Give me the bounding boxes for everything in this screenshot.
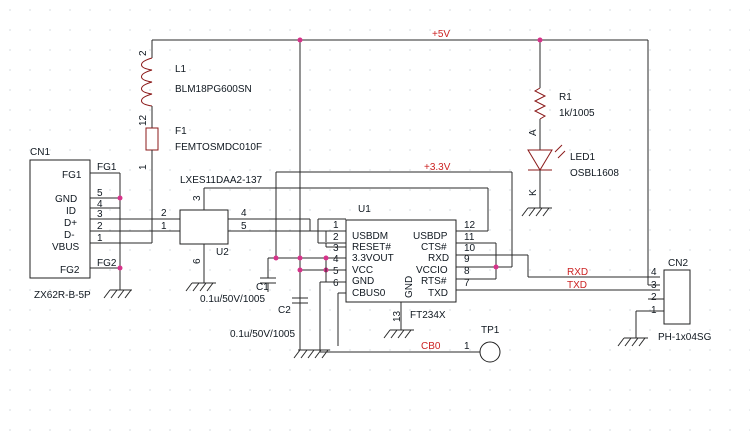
u1-cbus0: CBUS0 bbox=[352, 288, 386, 299]
cn1-pin-vbus: VBUS bbox=[52, 242, 80, 253]
cn1-pin-dminus: D- bbox=[64, 230, 75, 241]
u2-pin2: 2 bbox=[161, 208, 167, 219]
capacitor-c1: C1 0.1u/50V/1005 bbox=[200, 258, 276, 305]
esd-u2: LXES11DAA2-137 3 2 1 4 5 6 U2 bbox=[161, 175, 310, 292]
u1-pin1: 1 bbox=[333, 220, 339, 231]
u1-pin7: 7 bbox=[464, 278, 470, 289]
u1-txd: TXD bbox=[428, 288, 448, 299]
cn2-pin4: 4 bbox=[651, 267, 657, 278]
r1-value: 1k/1005 bbox=[559, 108, 595, 119]
led1-cathode: K bbox=[528, 189, 539, 196]
ic-u1: U1 FT234X USBDM RESET# 3.3VOUT VCC GND C… bbox=[268, 162, 660, 359]
cn1-pin4: 4 bbox=[97, 199, 103, 210]
connector-cn1: CN1 FG1 GND ID D+ D- VBUS FG2 ZX62R-B-5P… bbox=[29, 147, 180, 301]
led-led1: A K LED1 OSBL1608 bbox=[521, 129, 619, 217]
c1-ref: C1 bbox=[256, 282, 269, 293]
cn2-pin2: 2 bbox=[651, 292, 657, 303]
u1-cts: CTS# bbox=[421, 242, 447, 253]
cn1-pin2: 2 bbox=[97, 221, 103, 232]
u1-usbdm: USBDM bbox=[352, 231, 388, 242]
u1-rxd: RXD bbox=[428, 253, 449, 264]
u1-ref: U1 bbox=[358, 204, 371, 215]
f1-value: FEMTOSMDC010F bbox=[175, 142, 262, 153]
u1-pin2: 2 bbox=[333, 232, 339, 243]
u2-pin5: 5 bbox=[241, 221, 247, 232]
u1-gnd: GND bbox=[352, 276, 374, 287]
cn1-fg1-net: FG1 bbox=[97, 162, 117, 173]
l1-pin1-label: 12 bbox=[138, 114, 149, 126]
u1-pin3: 3 bbox=[333, 243, 339, 254]
resistor-r1: R1 1k/1005 bbox=[533, 87, 595, 140]
u1-pin4: 4 bbox=[333, 254, 339, 265]
u1-pin12: 12 bbox=[464, 220, 476, 231]
net-label-rxd: RXD bbox=[567, 267, 588, 278]
u2-ref: U2 bbox=[216, 247, 229, 258]
u2-pin1: 1 bbox=[161, 221, 167, 232]
u2-pin3: 3 bbox=[192, 195, 203, 201]
u2-value: LXES11DAA2-137 bbox=[180, 175, 263, 186]
u1-pin6: 6 bbox=[333, 278, 339, 289]
cn1-pin3: 3 bbox=[97, 209, 103, 220]
l1-value: BLM18PG600SN bbox=[175, 84, 252, 95]
net-5v: +5V bbox=[151, 29, 660, 350]
test-point-tp1: CB0 1 TP1 bbox=[319, 325, 501, 363]
net-label-3v3: +3.3V bbox=[424, 162, 451, 173]
c1-value: 0.1u/50V/1005 bbox=[200, 294, 265, 305]
r1-ref: R1 bbox=[559, 92, 572, 103]
tp1-ref: TP1 bbox=[481, 325, 500, 336]
f1-ref: F1 bbox=[175, 126, 187, 137]
c2-value: 0.1u/50V/1005 bbox=[230, 329, 295, 340]
cn1-pin-fg1: FG1 bbox=[62, 170, 82, 181]
cn1-ref: CN1 bbox=[30, 147, 50, 158]
u1-rts: RTS# bbox=[421, 276, 447, 287]
net-label-txd: TXD bbox=[567, 280, 587, 291]
u1-reset: RESET# bbox=[352, 242, 391, 253]
led1-value: OSBL1608 bbox=[570, 168, 619, 179]
u2-pin4: 4 bbox=[241, 208, 247, 219]
u1-usbdp: USBDP bbox=[413, 231, 448, 242]
u1-value: FT234X bbox=[410, 310, 446, 321]
fuse-f1: 1 F1 FEMTOSMDC010F bbox=[138, 126, 262, 216]
u1-vccio: VCCIO bbox=[416, 265, 448, 276]
cn2-value: PH-1x04SG bbox=[658, 332, 712, 343]
c2-ref: C2 bbox=[278, 305, 291, 316]
cn1-pin1: 1 bbox=[97, 233, 103, 244]
l1-ref: L1 bbox=[175, 64, 187, 75]
u2-pin6: 6 bbox=[192, 258, 203, 264]
f1-pin-label: 1 bbox=[138, 164, 149, 170]
u1-3v3out: 3.3VOUT bbox=[352, 253, 394, 264]
cn1-fg2-net: FG2 bbox=[97, 258, 117, 269]
ferrite-bead-l1: 2 12 L1 BLM18PG600SN bbox=[138, 50, 252, 128]
led1-ref: LED1 bbox=[570, 152, 595, 163]
u1-pin9: 9 bbox=[464, 254, 470, 265]
connector-cn2: CN2 4 3 2 1 RXD TXD PH-1x04SG bbox=[567, 258, 712, 347]
cn1-pin5: 5 bbox=[97, 188, 103, 199]
cn2-pin3: 3 bbox=[651, 280, 657, 291]
net-label-5v: +5V bbox=[432, 29, 450, 40]
cn1-pin-fg2: FG2 bbox=[60, 265, 80, 276]
cn1-pin-dplus: D+ bbox=[64, 218, 77, 229]
u1-pin8: 8 bbox=[464, 266, 470, 277]
cn2-ref: CN2 bbox=[668, 258, 688, 269]
net-label-cb0: CB0 bbox=[421, 341, 441, 352]
cn1-pin-id: ID bbox=[66, 206, 76, 217]
l1-pin2-label: 2 bbox=[138, 50, 149, 56]
u1-vcc: VCC bbox=[352, 265, 373, 276]
led1-anode: A bbox=[528, 129, 539, 136]
u1-pin13: 13 bbox=[392, 310, 403, 322]
tp1-pin: 1 bbox=[464, 341, 470, 352]
cn1-value: ZX62R-B-5P bbox=[34, 290, 91, 301]
u1-pin10: 10 bbox=[464, 243, 476, 254]
cn1-pin-gnd: GND bbox=[55, 194, 77, 205]
u1-pin5: 5 bbox=[333, 266, 339, 277]
u1-pin11: 11 bbox=[464, 232, 475, 243]
u1-gnd-bottom: GND bbox=[404, 276, 415, 298]
